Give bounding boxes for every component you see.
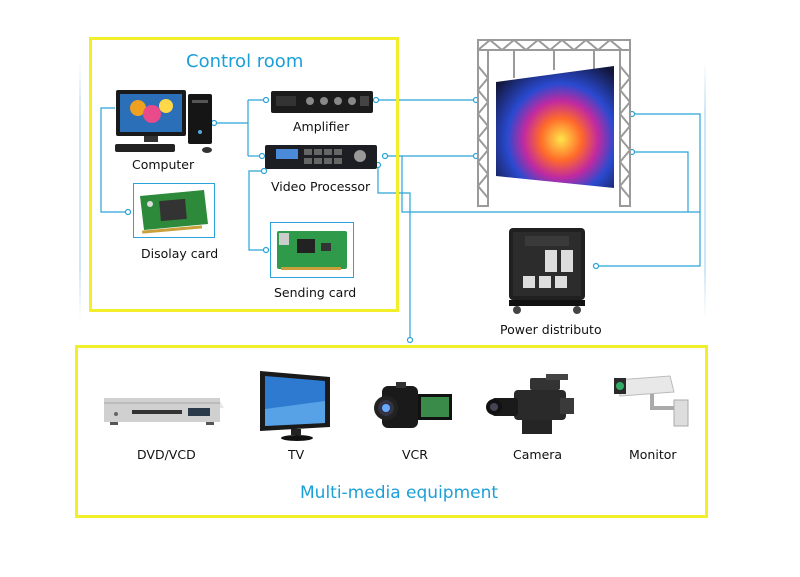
left-rail (79, 60, 81, 320)
wire-right-inner (632, 151, 689, 212)
sending-card-label: Sending card (274, 285, 357, 300)
control-room-title: Control room (186, 51, 304, 72)
media-item-tv-label: TV (288, 447, 305, 462)
media-item-vcr-label: VCR (402, 447, 428, 462)
power-distributor-label: Power distributo (500, 322, 602, 337)
wire-loop-bottom (401, 156, 700, 213)
power-distributor-icon (505, 222, 589, 316)
tv-icon (258, 369, 336, 443)
media-item-dvd-label: DVD/VCD (137, 447, 196, 462)
right-rail (704, 60, 706, 320)
monitor-camera-icon (610, 372, 694, 434)
wire-processor-media (377, 165, 411, 340)
display-card-box (133, 183, 215, 238)
vcr-icon (372, 380, 456, 438)
display-card-icon (140, 190, 208, 234)
led-screen-icon (474, 36, 634, 208)
video-processor-icon (264, 143, 378, 171)
media-item-camera-label: Camera (513, 447, 563, 462)
sending-card-box (270, 222, 354, 278)
media-frame (75, 345, 708, 518)
wire-right-power (596, 113, 701, 267)
computer-icon (112, 88, 216, 156)
video-processor-label: Video Processor (271, 179, 371, 194)
computer-label: Computer (132, 157, 195, 172)
wire-sending-card (248, 170, 266, 251)
control-room-frame (89, 37, 399, 312)
dvd-icon (102, 388, 226, 428)
media-item-monitor-label: Monitor (629, 447, 677, 462)
sending-card-icon (277, 231, 347, 270)
amplifier-icon (270, 88, 374, 116)
display-card-label: Disolay card (141, 246, 219, 261)
media-title: Multi-media equipment (300, 483, 499, 503)
camera-icon (486, 372, 578, 442)
amplifier-label: Amplifier (293, 119, 350, 134)
wire-computer-display-card (100, 107, 128, 213)
